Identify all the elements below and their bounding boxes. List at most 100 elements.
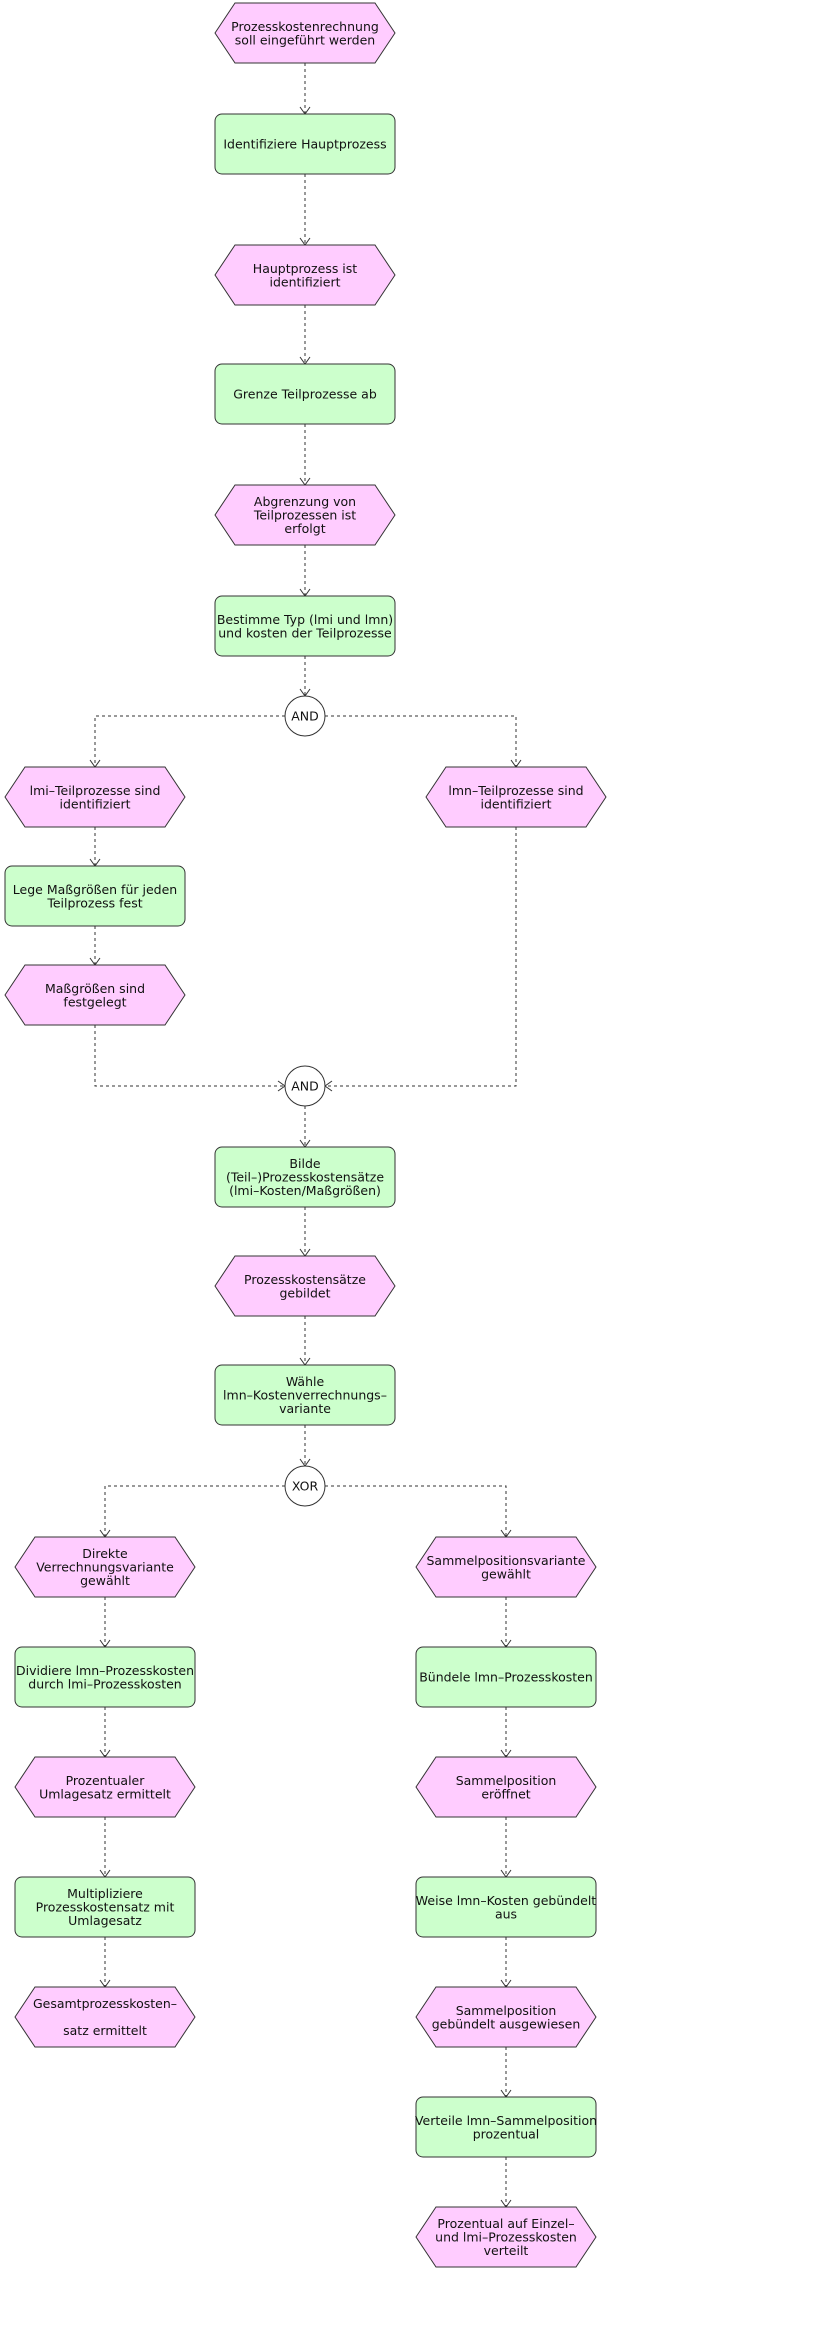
node-label: Prozesskostenrechnung — [231, 19, 379, 34]
node-label: satz ermittelt — [63, 2023, 147, 2038]
node-event-e14: Prozentual auf Einzel–und lmi–Prozesskos… — [415, 2206, 597, 2268]
edge-g3-e9 — [325, 1485, 507, 1537]
node-label: lmi–Teilprozesse sind — [30, 783, 161, 798]
node-label: Umlagesatz — [68, 1913, 142, 1928]
node-function-f8: Bündele lmn–Prozesskosten — [415, 1646, 597, 1708]
node-connector-g1: AND — [284, 695, 326, 737]
node-label: soll eingeführt werden — [235, 32, 375, 47]
connections-layer — [89, 63, 522, 2208]
node-label: Identifiziere Hauptprozess — [223, 137, 386, 152]
edge-e5-g2 — [325, 827, 517, 1087]
node-label: Sammelposition — [456, 1773, 557, 1788]
node-label: (Teil–)Prozesskostensätze — [226, 1170, 384, 1185]
event-shape — [415, 1756, 597, 1818]
function-shape — [214, 1364, 396, 1426]
node-label: Dividiere lmn–Prozesskosten — [16, 1663, 194, 1678]
function-shape — [214, 363, 396, 425]
node-label: Gesamtprozesskosten– — [33, 1996, 177, 2011]
node-label: (lmi–Kosten/Maßgrößen) — [229, 1183, 381, 1198]
node-label: Umlagesatz ermittelt — [39, 1786, 171, 1801]
event-shape — [425, 766, 607, 828]
node-label: XOR — [292, 1479, 319, 1494]
node-label: Teilprozess fest — [46, 895, 142, 910]
node-label: AND — [291, 709, 319, 724]
node-label: Bilde — [289, 1156, 320, 1171]
node-function-f5: Bilde(Teil–)Prozesskostensätze(lmi–Koste… — [214, 1146, 396, 1208]
edge-g3-e8 — [104, 1485, 285, 1537]
node-label: verteilt — [484, 2243, 529, 2258]
node-label: Weise lmn–Kosten gebündelt — [416, 1893, 597, 1908]
node-label: aus — [495, 1906, 517, 1921]
node-label: Maßgrößen sind — [45, 981, 145, 996]
node-label: und lmi–Prozesskosten — [435, 2230, 577, 2245]
edge-e6-g2 — [94, 1025, 285, 1087]
node-label: Bündele lmn–Prozesskosten — [419, 1670, 593, 1685]
node-label: Lege Maßgrößen für jeden — [13, 882, 177, 897]
node-label: Bestimme Typ (lmi und lmn) — [217, 612, 393, 627]
node-label: Sammelpositionsvariante — [427, 1553, 586, 1568]
node-connector-g2: AND — [284, 1065, 326, 1107]
function-shape — [14, 1646, 196, 1708]
node-label: gebildet — [279, 1285, 330, 1300]
event-shape — [14, 1756, 196, 1818]
function-shape — [214, 113, 396, 175]
node-label: Verrechnungsvariante — [36, 1560, 174, 1575]
connector-shape — [284, 1465, 326, 1507]
node-label: und kosten der Teilprozesse — [218, 625, 392, 640]
node-label: Hauptprozess ist — [253, 261, 357, 276]
node-connector-g3: XOR — [284, 1465, 326, 1507]
node-label: Direkte — [82, 1546, 128, 1561]
node-label: festgelegt — [63, 994, 126, 1009]
edge-g1-e5 — [325, 715, 517, 767]
node-label: Teilprozessen ist — [253, 508, 356, 523]
node-event-e12: Gesamtprozesskosten– satz ermittelt — [14, 1986, 196, 2048]
function-shape — [415, 1876, 597, 1938]
edge-g1-e4 — [94, 715, 285, 767]
event-shape — [4, 964, 186, 1026]
event-shape — [214, 1255, 396, 1317]
node-label: variante — [279, 1401, 331, 1416]
node-label: Prozesskostensatz mit — [36, 1900, 175, 1915]
event-shape — [214, 2, 396, 64]
function-shape — [4, 865, 186, 927]
function-shape — [14, 1876, 196, 1938]
connector-shape — [284, 695, 326, 737]
node-label: identifiziert — [480, 796, 551, 811]
node-label: Grenze Teilprozesse ab — [233, 387, 377, 402]
node-label: Prozentual auf Einzel– — [437, 2216, 574, 2231]
event-shape — [14, 1986, 196, 2048]
node-label: AND — [291, 1079, 319, 1094]
event-shape — [415, 2206, 597, 2268]
node-label: eröffnet — [481, 1786, 530, 1801]
node-label: gebündelt ausgewiesen — [432, 2016, 581, 2031]
node-label: Verteile lmn–Sammelposition — [415, 2113, 597, 2128]
node-label: Wähle — [286, 1374, 325, 1389]
node-function-f1: Identifiziere Hauptprozess — [214, 113, 396, 175]
node-label: Abgrenzung von — [254, 494, 356, 509]
node-function-f3: Bestimme Typ (lmi und lmn)und kosten der… — [214, 595, 396, 657]
function-shape — [214, 1146, 396, 1208]
node-label: Prozesskostensätze — [244, 1272, 366, 1287]
node-label: lmn–Kostenverrechnungs– — [223, 1388, 387, 1403]
function-shape — [415, 1646, 597, 1708]
